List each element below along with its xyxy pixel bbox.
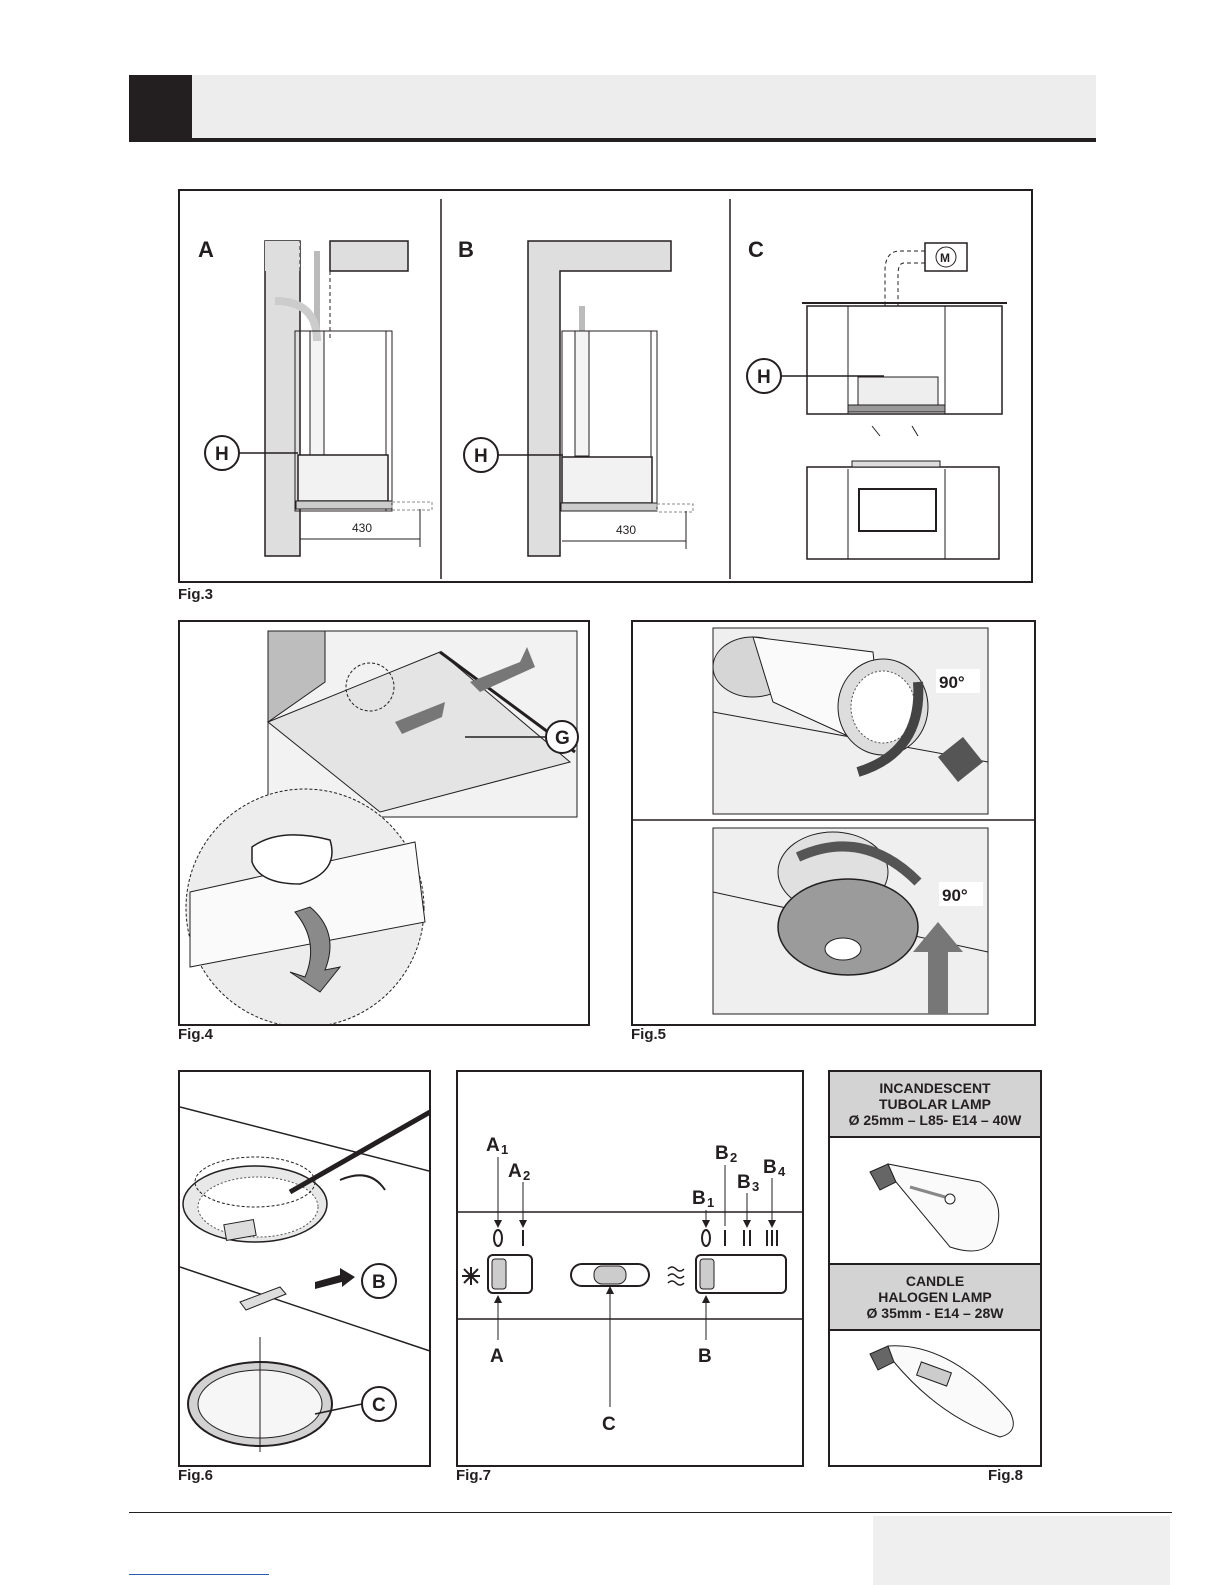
lamp2-line2: HALOGEN LAMP [830,1289,1040,1305]
section-number-block [129,75,192,141]
tubular-lamp-icon [870,1164,999,1251]
fig3-frame: A 430 H B 430 H C [178,189,1033,583]
fig7-label-b3-sub: 3 [752,1179,759,1194]
fig3-panel-b-label: B [458,237,474,262]
fig3-panel-a-label: A [198,237,214,262]
header-rule [129,138,1096,142]
fig5-frame: 90° 90° [631,620,1036,1026]
fig4-caption: Fig.4 [178,1026,213,1043]
light-icon [462,1267,480,1285]
fig6-caption: Fig.6 [178,1467,213,1484]
fig7-label-b4-sub: 4 [778,1164,786,1179]
fan-speed-icon [668,1267,684,1285]
fig7-label-b1: B [692,1188,706,1209]
fig7-label-a1-sub: 1 [501,1142,508,1157]
fig3-panel-c-label: C [748,237,764,262]
fig7-label-b2: B [715,1143,729,1164]
fig7-label-c: C [602,1414,616,1435]
fig3-drawing: A 430 H B 430 H C [180,191,1033,583]
fig5-angle-top: 90° [939,673,965,692]
lamp2-line1: CANDLE [830,1273,1040,1289]
fig6-callout-c: C [372,1395,386,1416]
candle-lamp-icon [870,1346,1013,1437]
fig6-frame: B C [178,1070,431,1467]
fig6-callout-b: B [372,1272,386,1293]
section-title-band [192,75,1096,138]
fig7-drawing: A 1 A 2 A C B B 1 [458,1072,804,1467]
fig7-frame: A 1 A 2 A C B B 1 [456,1070,804,1467]
fig4-frame: G [178,620,590,1026]
fig4-drawing: G [180,622,590,1026]
fig8-frame: INCANDESCENT TUBOLAR LAMP Ø 25mm – L85- … [828,1070,1042,1467]
fig3-a-dimension: 430 [352,521,372,535]
fig5-angle-bottom: 90° [942,886,968,905]
fig7-label-a2-sub: 2 [523,1168,530,1183]
fig3-a-callout-h: H [215,444,229,465]
fig7-label-b3: B [737,1172,751,1193]
fig7-label-a1: A [486,1135,500,1156]
fig3-caption: Fig.3 [178,586,213,603]
fig3-c-callout-h: H [757,367,771,388]
fig7-label-b: B [698,1346,712,1367]
footer-link-underline [129,1574,269,1575]
fig5-drawing: 90° 90° [633,622,1036,1026]
footer-rule [129,1512,1172,1513]
fig7-label-b2-sub: 2 [730,1150,737,1165]
fig8-caption: Fig.8 [988,1467,1023,1484]
fig7-label-a2: A [508,1161,522,1182]
lamp2-spec-box: CANDLE HALOGEN LAMP Ø 35mm - E14 – 28W [830,1263,1040,1331]
fig7-label-b1-sub: 1 [707,1195,714,1210]
fig4-callout-g: G [555,728,570,749]
footer-band [873,1516,1170,1585]
fig6-drawing: B C [180,1072,431,1467]
fig3-motor-label: M [940,251,950,265]
fig3-b-dimension: 430 [616,523,636,537]
fig7-label-b4: B [763,1157,777,1178]
fig3-b-callout-h: H [474,446,488,467]
fig7-caption: Fig.7 [456,1467,491,1484]
fig7-label-a: A [490,1346,504,1367]
lamp2-line3: Ø 35mm - E14 – 28W [830,1305,1040,1321]
fig5-caption: Fig.5 [631,1026,666,1043]
